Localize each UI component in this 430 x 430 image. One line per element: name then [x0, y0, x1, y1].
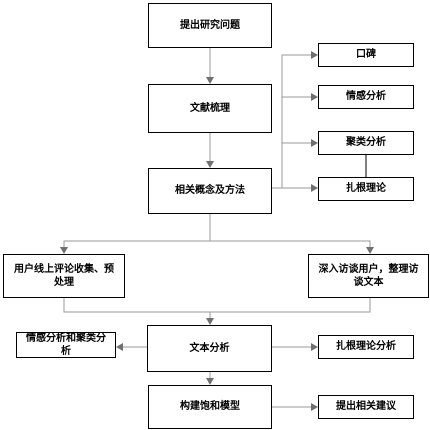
arrowhead	[60, 247, 68, 254]
arrowhead	[311, 343, 318, 351]
node-related-concepts: 相关概念及方法	[148, 168, 272, 214]
node-text-analysis: 文本分析	[147, 325, 272, 372]
arrowhead	[311, 139, 318, 147]
node-research-question: 提出研究问题	[148, 3, 272, 48]
node-sentiment-analysis: 情感分析	[318, 85, 414, 109]
node-sentiment-cluster: 情感分析和聚类分析	[16, 332, 116, 358]
arrowhead	[311, 184, 318, 192]
arrowhead	[206, 77, 214, 84]
arrowhead	[311, 93, 318, 101]
node-online-reviews: 用户线上评论收集、预处理	[3, 254, 125, 298]
edge-concepts-split	[63, 214, 211, 250]
arrowhead	[116, 343, 123, 351]
node-word-of-mouth: 口碑	[318, 43, 414, 67]
arrowhead	[366, 247, 374, 254]
arrowhead	[206, 161, 214, 168]
edge-split-right	[210, 240, 371, 250]
arrowhead	[311, 403, 318, 411]
node-build-model: 构建饱和模型	[148, 385, 272, 429]
node-literature-review: 文献梳理	[148, 84, 272, 133]
node-grounded-theory-analysis: 扎根理论分析	[318, 335, 414, 359]
node-user-interviews: 深入访谈用户，整理访谈文本	[308, 254, 429, 298]
edge-concepts-bracket	[272, 54, 314, 189]
edge-interviews-to-text	[210, 298, 371, 313]
node-cluster-analysis: 聚类分析	[318, 131, 414, 155]
arrowhead	[206, 378, 214, 385]
arrowhead	[206, 318, 214, 325]
node-suggestions: 提出相关建议	[318, 395, 414, 419]
edge-reviews-to-text	[63, 298, 211, 321]
node-grounded-theory: 扎根理论	[318, 177, 414, 201]
arrowhead	[311, 51, 318, 59]
